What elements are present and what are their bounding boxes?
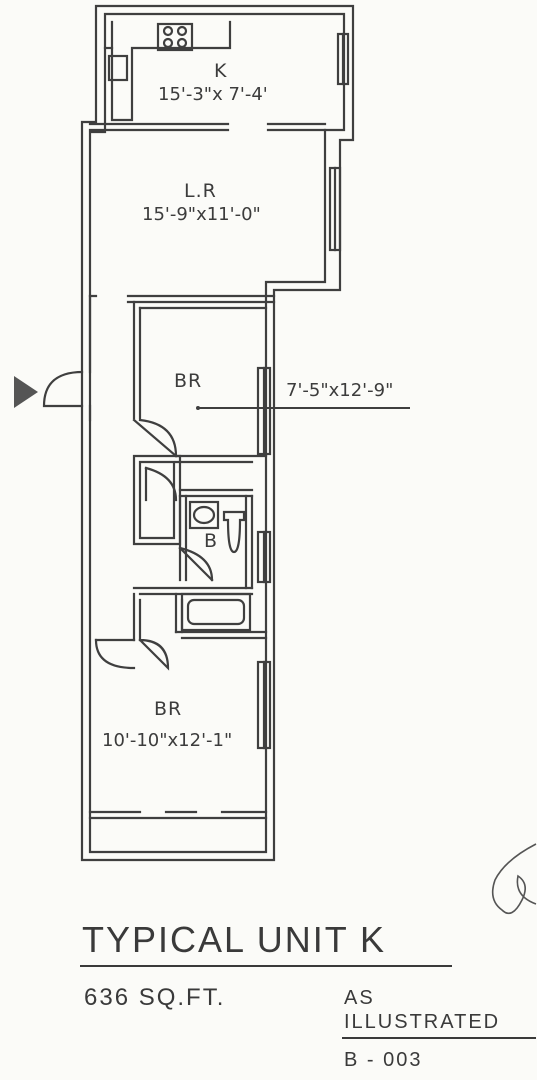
bedroom1-dims: 7'-5"x12'-9" bbox=[286, 380, 394, 401]
window-lr bbox=[328, 166, 342, 252]
window-br2 bbox=[256, 660, 272, 750]
br2-bottom-closet bbox=[88, 810, 268, 820]
toilet bbox=[222, 510, 246, 554]
door-swing-br2 bbox=[94, 638, 136, 670]
window-bath bbox=[256, 530, 272, 584]
unit-title: TYPICAL UNIT K bbox=[82, 919, 387, 960]
kitchen-dims: 15'-3"x 7'-4' bbox=[158, 84, 268, 105]
br1-left-wall bbox=[132, 300, 142, 420]
refrigerator bbox=[107, 54, 129, 82]
entry-door-swing bbox=[42, 370, 84, 408]
note-as: AS bbox=[344, 987, 375, 1009]
bedroom2-dims: 10'-10"x12'-1" bbox=[102, 730, 233, 751]
bedroom1-name: BR bbox=[174, 370, 203, 392]
drawing-number: B - 003 bbox=[344, 1049, 423, 1071]
window-br1 bbox=[256, 366, 272, 456]
closet bbox=[132, 454, 182, 546]
kitchen-counter bbox=[110, 20, 232, 122]
kitchen-name: K bbox=[214, 60, 228, 82]
door-swing-bath bbox=[178, 546, 214, 582]
stove bbox=[156, 22, 194, 52]
bath-name: B bbox=[204, 530, 219, 552]
bedroom2-name: BR bbox=[154, 698, 183, 720]
exterior-wall-outer bbox=[80, 4, 355, 862]
note-illustrated: ILLUSTRATED bbox=[344, 1011, 501, 1033]
door-swing-br1 bbox=[138, 418, 178, 458]
bath-walls bbox=[178, 494, 254, 590]
unit-area: 636 SQ.FT. bbox=[84, 984, 226, 1011]
sink bbox=[188, 500, 220, 530]
signature-mark bbox=[491, 843, 537, 915]
living-dims: 15'-9"x11'-0" bbox=[142, 204, 261, 225]
exterior-wall-inner bbox=[88, 12, 346, 854]
entry-arrow-icon bbox=[14, 376, 38, 408]
door-swing-closet bbox=[144, 466, 178, 502]
window-kitchen bbox=[336, 32, 350, 86]
lr-bottom-wall bbox=[88, 294, 276, 304]
living-name: L.R bbox=[184, 180, 217, 202]
